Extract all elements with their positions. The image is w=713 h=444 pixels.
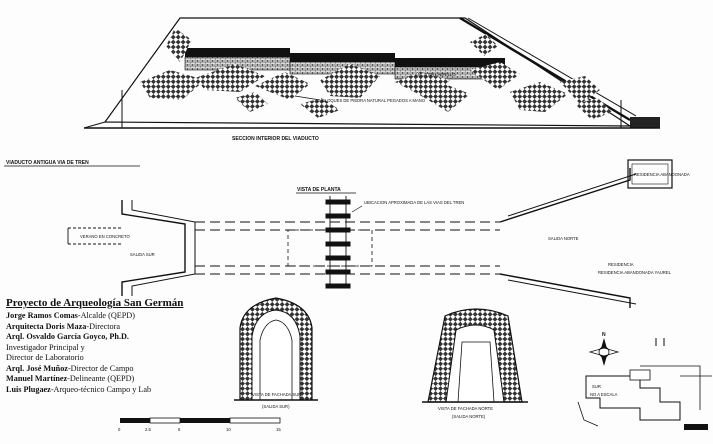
scale-bar: 0 2.5 5 10 15: [118, 417, 281, 432]
north-exit-label: SALIDA NORTE: [548, 236, 579, 241]
interior-section: ARCO EN LADRILLO ARCO EN LADRILLO ARCO E…: [83, 16, 660, 142]
scale-tick-2: 5: [178, 427, 181, 432]
south-facade-title: VISTA DE FACHADA SUR: [252, 392, 301, 397]
arch-band-3: [395, 58, 505, 67]
north-mark: N: [602, 332, 606, 338]
credit-line: Manuel Martínez-Delineante (QEPD): [6, 374, 135, 383]
viaduct-label: VIADUCTO ANTIGUA VIA DE TREN: [6, 160, 89, 166]
arch-label-3: ARCO EN LADRILLO: [410, 62, 451, 67]
stone-note: BLOQUES DE PIEDRA NATURAL PEGADOS A MANO: [322, 98, 426, 103]
credit-line: Investigador Principal y: [6, 342, 85, 352]
corner-box-label: RESIDENCIA ABANDONADA: [634, 172, 690, 177]
arch-band-2: [290, 53, 395, 62]
south-facade: VISTA DE FACHADA SUR (SALIDA SUR): [234, 297, 318, 409]
arch-label-4: ARCO EN LADRILLO: [415, 72, 456, 77]
residence-label: RESIDENCIA: [608, 262, 634, 267]
concrete-label: VERANO EN CONCRETO: [80, 234, 130, 239]
south-facade-sub: (SALIDA SUR): [262, 404, 290, 409]
scale-tick-4: 15: [276, 427, 281, 432]
arch-band-1: [185, 48, 290, 57]
credit-line: Arql. Osvaldo García Goyco, Ph.D.: [6, 332, 129, 341]
scale-tick-3: 10: [226, 427, 231, 432]
section-title: SECCION INTERIOR DEL VIADUCTO: [232, 136, 319, 142]
north-facade-sub: (SALIDA NORTE): [452, 414, 486, 419]
credit-line: Arquitecta Doris Maza-Directora: [6, 321, 120, 331]
residence-note: RESIDENCIA ABANDONADA YAUREL: [598, 270, 672, 275]
scale-tick-0: 0: [118, 427, 121, 432]
location-map: N SUR NO A ESCALA: [577, 332, 712, 430]
stone-blocks: [140, 28, 612, 120]
map-label-south: SUR: [592, 384, 601, 389]
credits-block: Proyecto de Arqueología San Germán Jorge…: [6, 297, 206, 395]
project-title: Proyecto de Arqueología San Germán: [6, 297, 184, 309]
section-ground-right: [630, 117, 660, 128]
south-exit-label: SALIDA SUR: [130, 252, 155, 257]
credit-line: Jorge Ramos Comas-Alcalde (QEPD): [6, 311, 135, 320]
map-label-scale: NO A ESCALA: [590, 392, 618, 397]
credit-line: Arql. José Muñoz-Director de Campo: [6, 363, 134, 373]
section-outline: [103, 17, 633, 127]
rail-note: UBICACION APROXIMADA DE LAS VIAS DEL TRE…: [364, 200, 464, 205]
compass-icon: [588, 338, 620, 366]
credit-line: Director de Laboratorio: [6, 353, 84, 362]
arch-label-1: ARCO EN LADRILLO: [206, 52, 247, 57]
credit-line: Luis Plugaez-Arqueo-técnico Campo y Lab: [6, 384, 152, 394]
scale-tick-1: 2.5: [145, 427, 151, 432]
north-facade-title: VISTA DE FACHADA NORTE: [438, 406, 493, 411]
plan-view-title: VISTA DE PLANTA: [297, 187, 341, 193]
plan-view: VIADUCTO ANTIGUA VIA DE TREN VISTA DE PL…: [4, 159, 690, 308]
north-facade: VISTA DE FACHADA NORTE (SALIDA NORTE): [422, 308, 528, 419]
rail-ties: [325, 196, 351, 289]
arch-label-2: ARCO EN LADRILLO: [296, 57, 337, 62]
